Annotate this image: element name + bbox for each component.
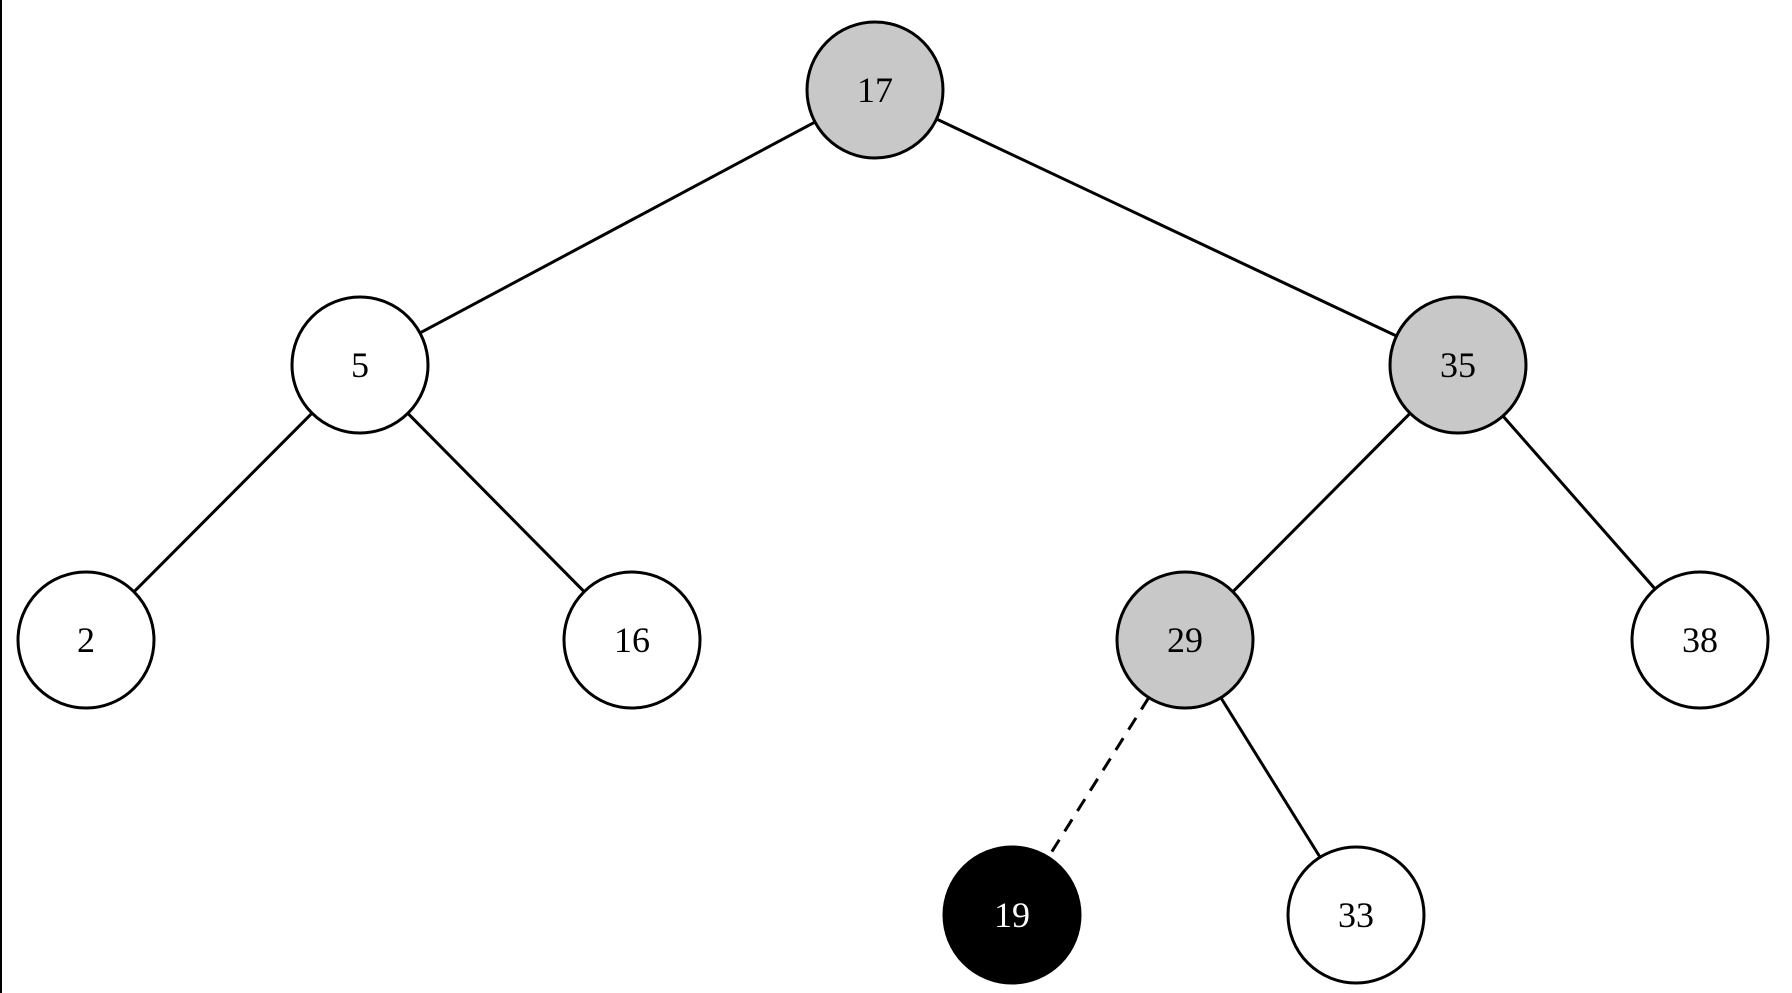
node-circle-17 — [805, 20, 945, 160]
tree-node-35: 35 — [1388, 295, 1528, 435]
edge-35-29 — [1231, 412, 1412, 593]
node-circle-5 — [290, 295, 430, 435]
node-circle-35 — [1388, 295, 1528, 435]
edge-29-19 — [1046, 696, 1151, 859]
tree-node-2: 2 — [16, 570, 156, 710]
edge-35-38 — [1501, 415, 1657, 590]
edge-5-16 — [406, 412, 586, 593]
tree-node-33: 33 — [1286, 845, 1426, 985]
tree-node-29: 29 — [1115, 570, 1255, 710]
node-circle-19 — [942, 845, 1082, 985]
tree-node-5: 5 — [290, 295, 430, 435]
edge-29-33 — [1219, 696, 1322, 859]
nodes-layer: 17 5 35 2 16 29 38 19 33 — [16, 20, 1770, 985]
node-label-2: 2 — [77, 620, 95, 660]
node-circle-38 — [1630, 570, 1770, 710]
node-circle-29 — [1115, 570, 1255, 710]
edges-layer — [132, 117, 1657, 859]
node-circle-33 — [1286, 845, 1426, 985]
node-label-33: 33 — [1338, 895, 1374, 935]
node-circle-2 — [16, 570, 156, 710]
node-label-5: 5 — [351, 345, 369, 385]
left-border — [0, 0, 2, 993]
node-label-35: 35 — [1440, 345, 1476, 385]
edge-5-2 — [132, 412, 314, 593]
tree-node-17: 17 — [805, 20, 945, 160]
edge-17-35 — [935, 117, 1398, 338]
node-circle-16 — [562, 570, 702, 710]
node-label-16: 16 — [614, 620, 650, 660]
node-label-29: 29 — [1167, 620, 1203, 660]
node-label-38: 38 — [1682, 620, 1718, 660]
node-label-19: 19 — [994, 895, 1030, 935]
tree-node-16: 16 — [562, 570, 702, 710]
node-label-17: 17 — [857, 70, 893, 110]
tree-node-19: 19 — [942, 845, 1082, 985]
tree-node-38: 38 — [1630, 570, 1770, 710]
edge-17-5 — [419, 120, 816, 335]
